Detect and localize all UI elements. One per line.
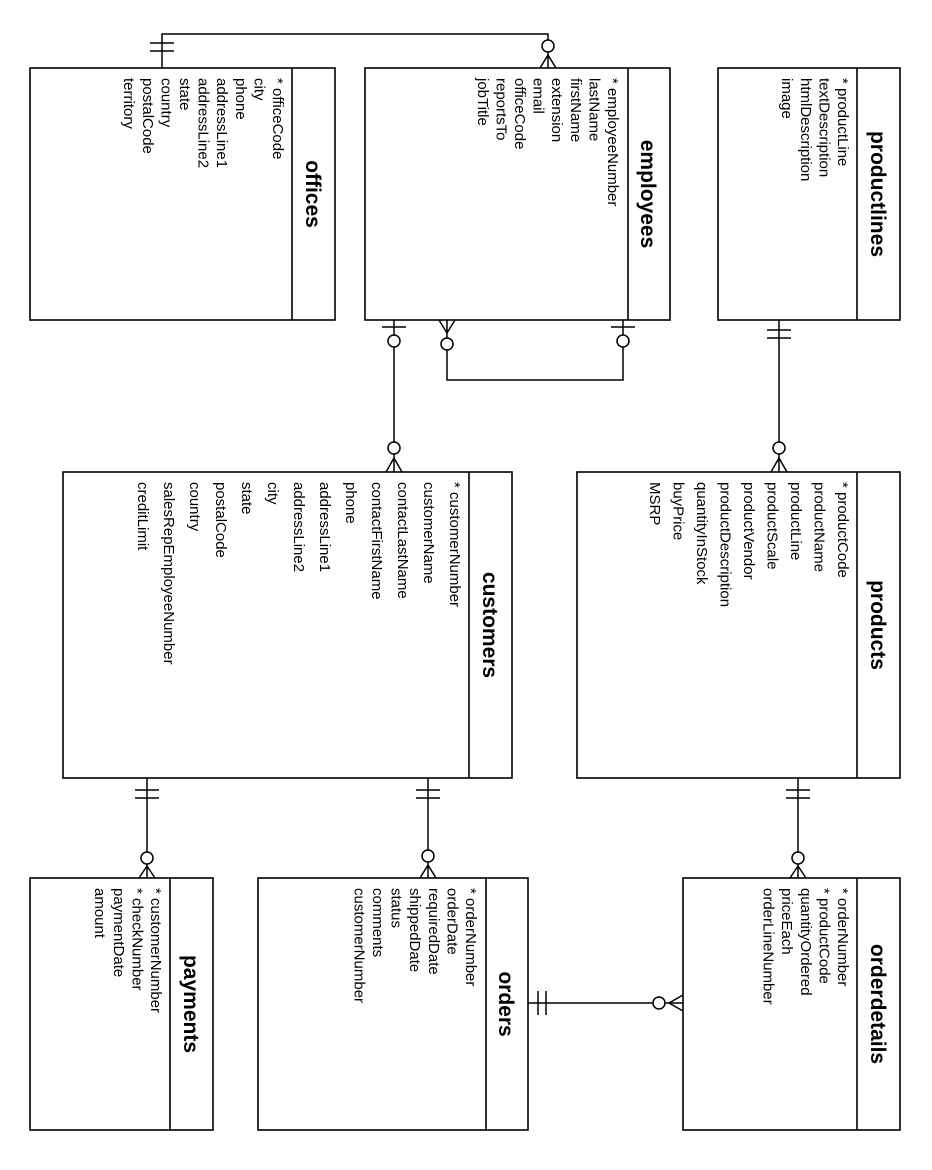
field-list: * customerNumber customerName contactLastN… (134, 482, 463, 665)
rel-products-orderdetails (786, 778, 810, 879)
field-list: * employeeNumberlastNamefirstNameextensi… (474, 77, 621, 206)
entity-field: productScale (764, 482, 781, 570)
entity-field: priceEach (778, 888, 795, 955)
entity-field: requiredDate (425, 888, 442, 975)
entity-orders[interactable]: orders * orderNumberorderDaterequiredDat… (257, 877, 529, 1131)
entity-employees[interactable]: employees * employeeNumberlastNamefirstN… (364, 67, 671, 321)
entity-field: shippedDate (406, 888, 423, 972)
entity-field: * orderNumber (834, 888, 851, 986)
entity-title: products (866, 580, 889, 670)
entity-field: comments (369, 888, 386, 957)
rel-customers-orders (416, 778, 440, 879)
entity-orderdetails[interactable]: orderdetails * orderNumber* productCodeq… (682, 877, 901, 1131)
entity-field: htmlDescription (797, 78, 814, 181)
field-list: * officeCodecityphoneaddressLine1address… (120, 78, 286, 168)
entity-field: creditLimit (134, 482, 151, 551)
entity-field: state (238, 482, 255, 515)
entity-field: salesRepEmployeeNumber (160, 482, 177, 665)
entity-field: firstName (567, 78, 584, 142)
entity-offices[interactable]: offices * officeCodecityphoneaddressLine… (29, 67, 336, 321)
rel-employees-self (438, 319, 635, 381)
entity-field: MSRP (646, 482, 663, 525)
rel-productlines-products (767, 320, 791, 473)
rel-orders-orderdetails (528, 991, 684, 1015)
field-list: * productCode productName productLine produ… (646, 482, 851, 607)
entity-field: paymentDate (110, 888, 127, 977)
entity-field: postalCode (212, 482, 229, 558)
entity-field: contactLastName (394, 482, 411, 599)
rel-employees-customers (382, 320, 406, 473)
entity-field: * orderNumber (462, 888, 479, 986)
entity-field: productLine (787, 482, 804, 560)
entity-field: extension (548, 78, 565, 142)
entity-title: productlines (866, 131, 889, 257)
entity-field: image (778, 78, 795, 119)
entity-title: customers (478, 572, 501, 678)
entity-field: * productLine (834, 78, 851, 166)
entity-field: * employeeNumber (604, 78, 621, 206)
entity-field: email (530, 78, 547, 114)
entity-field: contactFirstName (368, 482, 385, 600)
entity-productlines[interactable]: productlines * productLinetextDescriptio… (717, 67, 901, 321)
entity-title: employees (636, 140, 659, 249)
field-list: * orderNumberorderDaterequiredDateshippe… (350, 888, 479, 1003)
entity-field: * officeCode (269, 78, 286, 159)
relationship-lines (135, 33, 810, 1015)
entity-field: customerNumber (350, 888, 367, 1003)
entity-field: addressLine2 (290, 482, 307, 572)
entity-products[interactable]: products * productCode productName product… (576, 471, 901, 779)
entity-title: offices (301, 160, 324, 228)
entity-field: status (388, 888, 405, 928)
entity-field: city (264, 482, 281, 505)
entity-field: * productCode (834, 482, 851, 578)
entity-field: addressLine1 (316, 482, 333, 572)
field-list: * productLinetextDescriptionhtmlDescript… (778, 78, 851, 181)
entity-field: productDescription (717, 482, 734, 607)
entity-field: territory (120, 78, 137, 129)
entity-field: postalCode (139, 78, 156, 154)
entity-field: addressLine1 (213, 78, 230, 168)
entity-title: orders (494, 971, 517, 1036)
entity-field: * checkNumber (128, 888, 145, 991)
entity-field: productVendor (740, 482, 757, 580)
entity-field: * productCode (815, 888, 832, 984)
entity-field: jobTitle (474, 77, 491, 126)
entity-field: textDescription (815, 78, 832, 177)
entity-field: quantityOrdered (797, 888, 814, 996)
entity-field: customerName (420, 482, 437, 584)
entity-field: phone (232, 78, 249, 120)
entity-field: lastName (585, 78, 602, 141)
entity-field: productName (811, 482, 828, 572)
rel-customers-payments (135, 778, 159, 879)
entity-customers[interactable]: customers * customerNumber customerName co… (62, 471, 513, 779)
entity-field: state (176, 78, 193, 111)
entity-title: payments (179, 955, 202, 1053)
entity-field: country (186, 482, 203, 532)
field-list: * customerNumber* checkNumberpaymentDate… (91, 888, 164, 1013)
entity-field: country (157, 78, 174, 128)
entity-field: phone (342, 482, 359, 524)
entity-title: orderdetails (866, 944, 889, 1064)
entity-field: * customerNumber (147, 888, 164, 1013)
entity-payments[interactable]: payments * customerNumber* checkNumberpa… (29, 877, 214, 1131)
field-list: * orderNumber* productCodequantityOrdere… (760, 888, 851, 1005)
entity-field: orderDate (443, 888, 460, 955)
entity-field: addressLine2 (195, 78, 212, 168)
entity-field: city (250, 78, 267, 101)
entity-field: amount (91, 888, 108, 939)
entity-field: officeCode (511, 78, 528, 149)
rel-offices-employees (150, 33, 557, 69)
entity-field: quantityInStock (693, 482, 710, 585)
entity-field: reportsTo (492, 78, 509, 141)
entity-field: * customerNumber (446, 482, 463, 607)
entity-field: orderLineNumber (760, 888, 777, 1005)
entity-field: buyPrice (670, 482, 687, 540)
